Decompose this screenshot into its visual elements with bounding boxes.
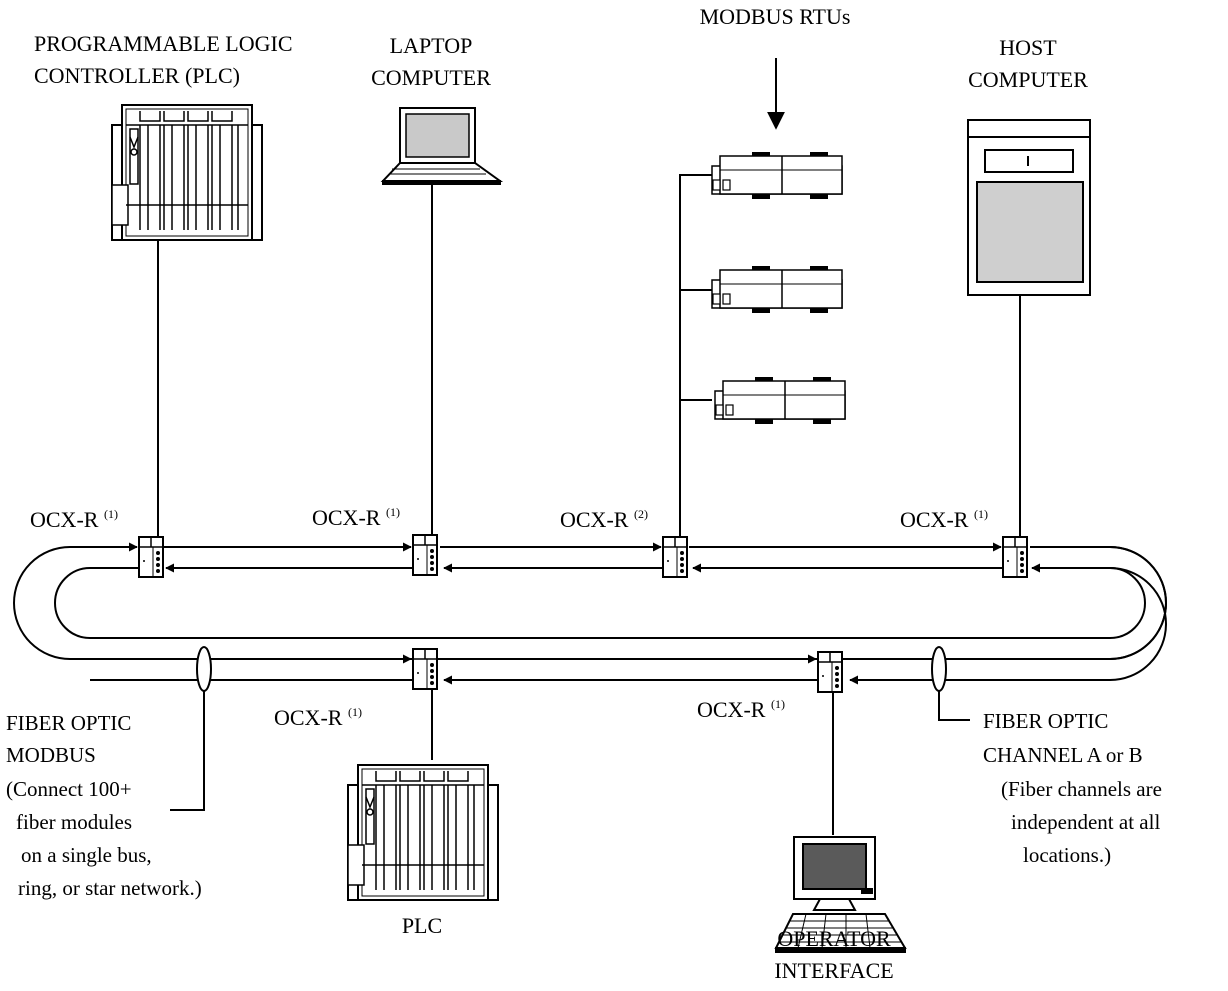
fiber-channel-callout: FIBER OPTIC CHANNEL A or B (Fiber channe… [983, 709, 1162, 867]
operator-workstation-icon [774, 836, 907, 953]
ocx-plc-top-label: OCX-R (1) [30, 507, 118, 532]
plc-bottom-icon [347, 764, 499, 901]
laptop-icon [380, 107, 504, 185]
bottom-ring-links [70, 654, 1110, 685]
callout-line: independent at all [1011, 810, 1160, 834]
drop-lines [157, 174, 1021, 835]
ocx-node-plc-bottom [412, 648, 438, 690]
operator-label-line1: OPERATOR [777, 926, 891, 951]
callout-line: (Connect 100+ [6, 777, 132, 801]
callout-line: fiber modules [16, 810, 132, 834]
callout-line: FIBER OPTIC [983, 709, 1108, 733]
fiber-ring [13, 546, 1167, 660]
ocx-laptop-label: OCX-R (1) [312, 505, 400, 530]
callout-line: MODBUS [6, 743, 96, 767]
rtu-1-icon [711, 151, 843, 200]
ring-bottom-curves [1109, 546, 1167, 681]
operator-label-line2: INTERFACE [774, 958, 893, 983]
callout-line: locations.) [1023, 843, 1111, 867]
callout-line: (Fiber channels are [1001, 777, 1162, 801]
ocx-host-label: OCX-R (1) [900, 507, 988, 532]
modbus-rtus-label: MODBUS RTUs [700, 4, 851, 29]
rtu-2-icon [711, 265, 843, 314]
rtu-3-icon [714, 376, 846, 425]
plc-top-icon [111, 104, 263, 241]
ocx-node-operator [817, 651, 843, 693]
laptop-label-line1: LAPTOP [390, 33, 473, 58]
ocx-node-laptop [412, 534, 438, 576]
host-computer-icon [967, 119, 1091, 296]
ocx-node-rtu [662, 536, 688, 578]
laptop-label-line2: COMPUTER [371, 65, 491, 90]
plc-top-label-line1: PROGRAMMABLE LOGIC [34, 31, 293, 56]
ocx-node-host [1002, 536, 1028, 578]
callout-line: on a single bus, [21, 843, 152, 867]
callout-line: ring, or star network.) [18, 876, 202, 900]
ocx-node-plc-top [138, 536, 164, 578]
ocx-plc-bottom-label: OCX-R (1) [274, 705, 362, 730]
callout-line: CHANNEL A or B [983, 743, 1143, 767]
fiber-modbus-callout: FIBER OPTIC MODBUS (Connect 100+ fiber m… [6, 711, 202, 900]
host-label-line1: HOST [999, 35, 1057, 60]
plc-bottom-label: PLC [402, 913, 442, 938]
ocx-rtu-label: OCX-R (2) [560, 507, 648, 532]
host-label-line2: COMPUTER [968, 67, 1088, 92]
callout-line: FIBER OPTIC [6, 711, 131, 735]
ocx-operator-label: OCX-R (1) [697, 697, 785, 722]
top-ring-links [70, 542, 1110, 573]
plc-top-label-line2: CONTROLLER (PLC) [34, 63, 240, 88]
